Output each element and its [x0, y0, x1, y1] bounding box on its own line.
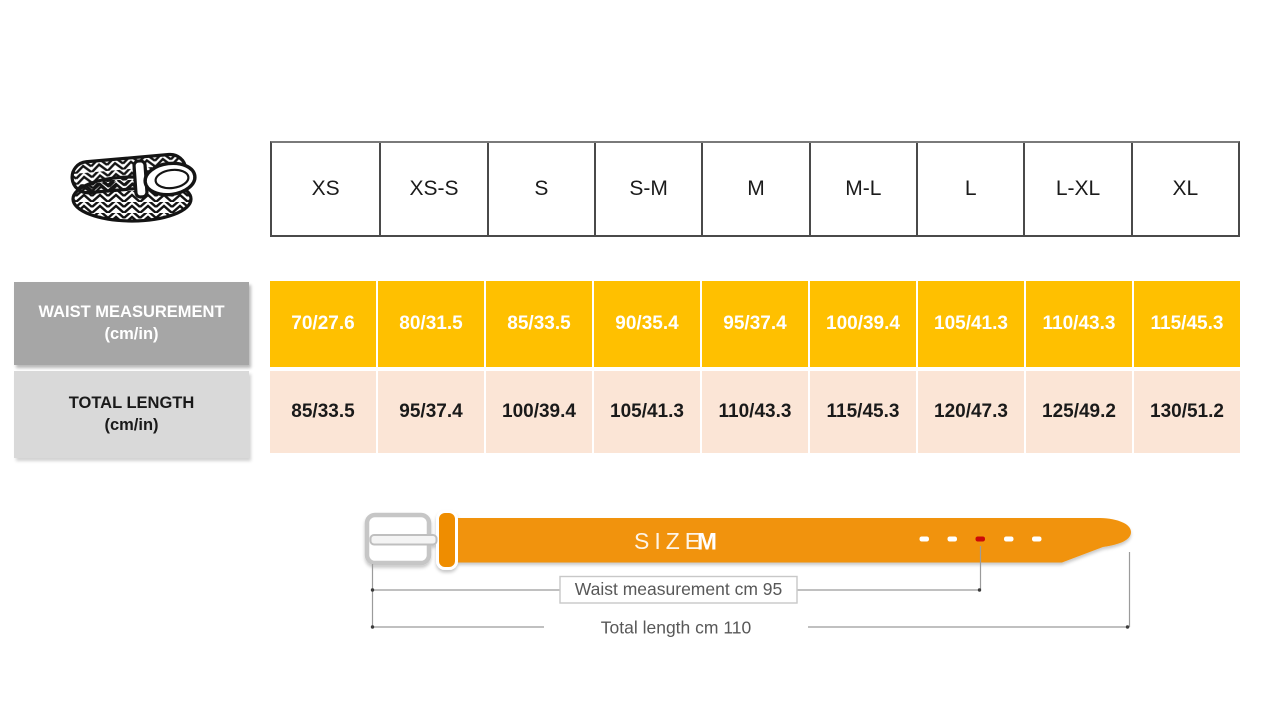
waist-value-cell: 110/43.3 [1026, 281, 1132, 367]
waist-measurement-row: 70/27.6 80/31.5 85/33.5 90/35.4 95/37.4 … [270, 281, 1240, 367]
braided-belt-icon [70, 152, 197, 223]
total-value-cell: 95/37.4 [378, 371, 484, 453]
waist-value-cell: 95/37.4 [702, 281, 808, 367]
measure-dot [977, 588, 982, 592]
waist-value-cell: 115/45.3 [1134, 281, 1240, 367]
total-length-row-label: TOTAL LENGTH (cm/in) [14, 371, 249, 458]
waist-value-cell: 80/31.5 [378, 281, 484, 367]
total-annotation: Total length cm 110 [601, 618, 752, 638]
waist-value-cell: 90/35.4 [594, 281, 700, 367]
product-icon [60, 136, 210, 241]
waist-annotation-box [559, 575, 798, 604]
belt-measurement-diagram: SIZE M Waist measurement cm 95 Total len… [364, 510, 1131, 638]
waist-label-line1: WAIST MEASUREMENT [38, 303, 225, 322]
total-label-line1: TOTAL LENGTH [68, 394, 195, 413]
belt-strap [452, 518, 1131, 563]
size-header-cell: M-L [808, 143, 916, 235]
belt-hole [947, 536, 957, 542]
waist-value-cell: 100/39.4 [810, 281, 916, 367]
measure-dot [370, 588, 375, 592]
belt-hole [1004, 536, 1014, 542]
size-header-cell: XS-S [379, 143, 487, 235]
size-header-cell: XS [272, 143, 380, 235]
belt-hole [1032, 536, 1042, 542]
total-value-cell: 110/43.3 [702, 371, 808, 453]
measure-dot [1125, 625, 1130, 629]
waist-value-cell: 105/41.3 [918, 281, 1024, 367]
total-value-cell: 85/33.5 [270, 371, 376, 453]
belt-hole [919, 536, 929, 542]
waist-label-line2: (cm/in) [104, 324, 159, 343]
measure-dot [370, 625, 375, 629]
belt-size-value: M [697, 529, 717, 556]
total-value-cell: 115/45.3 [810, 371, 916, 453]
size-header-cell: XL [1130, 143, 1238, 235]
belt-size-word: SIZE [634, 528, 705, 554]
size-header-cell: S-M [594, 143, 702, 235]
total-label-line2: (cm/in) [104, 415, 159, 434]
belt-graphic [364, 510, 1131, 570]
waist-annotation: Waist measurement cm 95 [575, 579, 782, 599]
belt-hole-selected [975, 536, 985, 542]
belt-keeper [436, 510, 458, 570]
total-value-cell: 120/47.3 [918, 371, 1024, 453]
size-header-cell: S [486, 143, 594, 235]
size-header-cell: L-XL [1023, 143, 1131, 235]
total-value-cell: 105/41.3 [594, 371, 700, 453]
belt-icon-buckle-inner [154, 168, 190, 190]
waist-measurement-row-label: WAIST MEASUREMENT (cm/in) [14, 282, 249, 365]
waist-value-cell: 70/27.6 [270, 281, 376, 367]
total-value-cell: 125/49.2 [1026, 371, 1132, 453]
buckle-prong [369, 534, 438, 546]
size-header-cell: M [701, 143, 809, 235]
total-value-cell: 100/39.4 [486, 371, 592, 453]
size-header-row: XS XS-S S S-M M M-L L L-XL XL [270, 141, 1240, 237]
total-length-row: 85/33.5 95/37.4 100/39.4 105/41.3 110/43… [270, 371, 1240, 453]
waist-value-cell: 85/33.5 [486, 281, 592, 367]
size-header-cell: L [916, 143, 1024, 235]
total-value-cell: 130/51.2 [1134, 371, 1240, 453]
